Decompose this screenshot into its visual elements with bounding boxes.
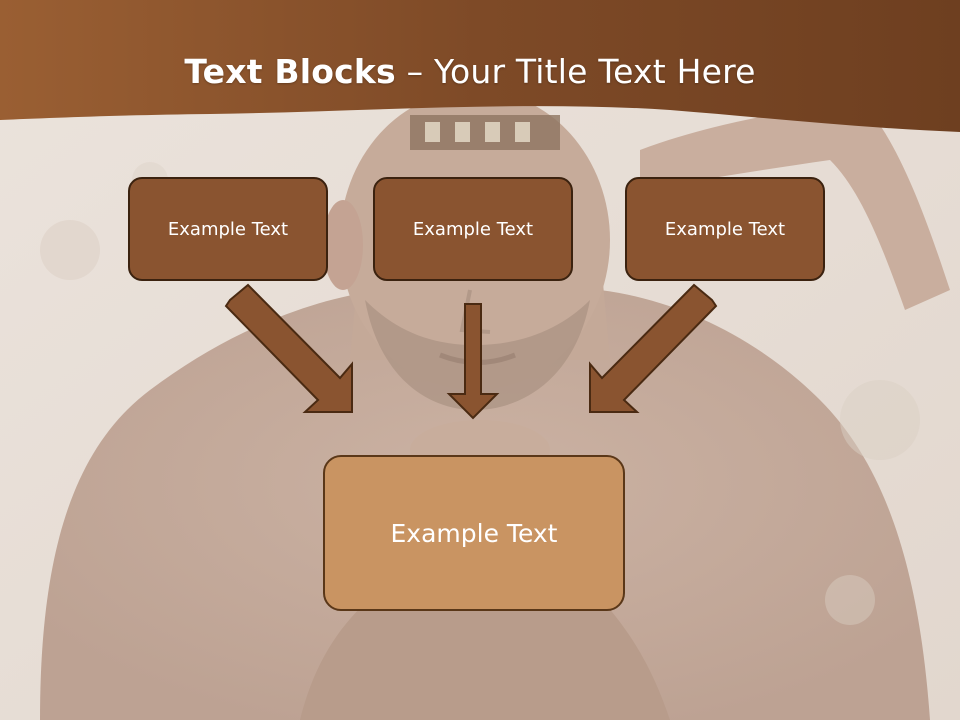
slide-title: Text Blocks – Your Title Text Here: [0, 52, 940, 91]
text-box-middle-label: Example Text: [412, 218, 534, 240]
title-bold: Text Blocks: [184, 52, 396, 91]
text-box-left-label: Example Text: [167, 218, 289, 240]
title-separator: –: [395, 52, 434, 91]
text-box-left[interactable]: Example Text: [128, 177, 328, 281]
title-band: [0, 0, 960, 132]
arrow-left: [224, 283, 353, 413]
text-box-right[interactable]: Example Text: [625, 177, 825, 281]
text-box-middle[interactable]: Example Text: [373, 177, 573, 281]
arrow-right: [589, 283, 718, 413]
arrow-middle: [446, 303, 500, 420]
text-box-bottom[interactable]: Example Text: [323, 455, 625, 611]
title-rest: Your Title Text Here: [433, 52, 756, 91]
text-box-bottom-label: Example Text: [390, 518, 558, 548]
text-box-right-label: Example Text: [664, 218, 786, 240]
